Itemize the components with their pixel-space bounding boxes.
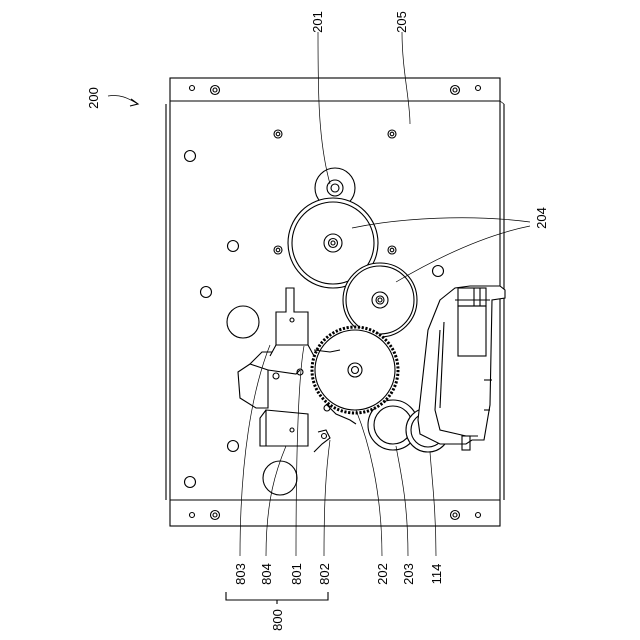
label-114: 114 [429,564,444,585]
label-200: 200 [86,87,101,109]
label-804: 804 [259,563,274,585]
label-802: 802 [317,563,332,585]
mounting-screws [190,86,481,520]
label-204: 204 [534,207,549,229]
label-803: 803 [233,563,248,585]
label-800: 800 [270,609,285,631]
label-201: 201 [310,11,325,33]
label-203: 203 [401,563,416,585]
right-head-unit [418,286,505,450]
label-205: 205 [394,11,409,33]
label-801: 801 [289,563,304,585]
label-202: 202 [375,563,390,585]
gear-202 [312,327,398,413]
